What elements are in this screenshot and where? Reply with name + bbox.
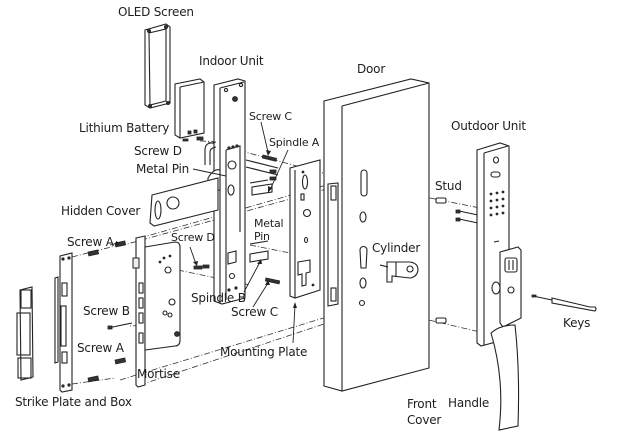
label-metal-pin-bottom: Metal Pin xyxy=(254,217,284,243)
label-outdoor-unit: Outdoor Unit xyxy=(451,119,526,133)
label-keys: Keys xyxy=(563,316,591,330)
label-indoor-unit: Indoor Unit xyxy=(199,54,264,68)
keys-part xyxy=(531,294,597,312)
label-spindle-b: Spindle B xyxy=(191,291,246,305)
left-screws xyxy=(87,240,133,383)
indoor-unit-part xyxy=(213,78,246,305)
label-screw-a-top: Screw A xyxy=(67,235,114,249)
door-part xyxy=(323,78,430,392)
label-hidden-cover: Hidden Cover xyxy=(61,204,141,218)
cylinder-part xyxy=(379,261,419,283)
label-stud: Stud xyxy=(435,179,462,193)
hidden-cover-part xyxy=(149,177,219,227)
label-screw-d-top: Screw D xyxy=(134,144,182,158)
studs-part xyxy=(435,197,479,324)
label-front-cover: Front Cover xyxy=(407,397,442,427)
front-cover-part xyxy=(491,246,522,328)
upper-screws-spindle xyxy=(245,154,279,196)
mortise-part xyxy=(132,235,181,388)
label-handle: Handle xyxy=(448,396,490,410)
label-screw-a-bottom: Screw A xyxy=(77,341,124,355)
label-mounting-plate: Mounting Plate xyxy=(220,345,308,359)
label-screw-c-bottom: Screw C xyxy=(231,305,278,319)
keypad xyxy=(489,190,505,217)
label-cylinder: Cylinder xyxy=(372,241,421,255)
lower-screws-spindle xyxy=(193,240,281,285)
label-screw-d-bottom: Screw D xyxy=(171,231,215,244)
label-door: Door xyxy=(357,62,386,76)
label-spindle-a: Spindle A xyxy=(269,136,320,149)
mounting-plate-part xyxy=(289,159,321,299)
label-screw-b: Screw B xyxy=(83,304,130,318)
lithium-battery-part xyxy=(174,78,205,142)
label-oled-screen: OLED Screen xyxy=(118,5,194,19)
label-screw-c-top: Screw C xyxy=(249,110,292,123)
label-lithium-battery: Lithium Battery xyxy=(79,121,170,135)
strike-box-part xyxy=(16,286,34,381)
handle-part xyxy=(490,324,520,431)
label-mortise: Mortise xyxy=(137,367,180,381)
oled-screen-part xyxy=(144,23,171,109)
label-strike-plate-and-box: Strike Plate and Box xyxy=(15,395,132,409)
leader-lines xyxy=(109,121,297,344)
strike-plate-part xyxy=(54,252,73,393)
label-metal-pin-top: Metal Pin xyxy=(136,162,190,176)
